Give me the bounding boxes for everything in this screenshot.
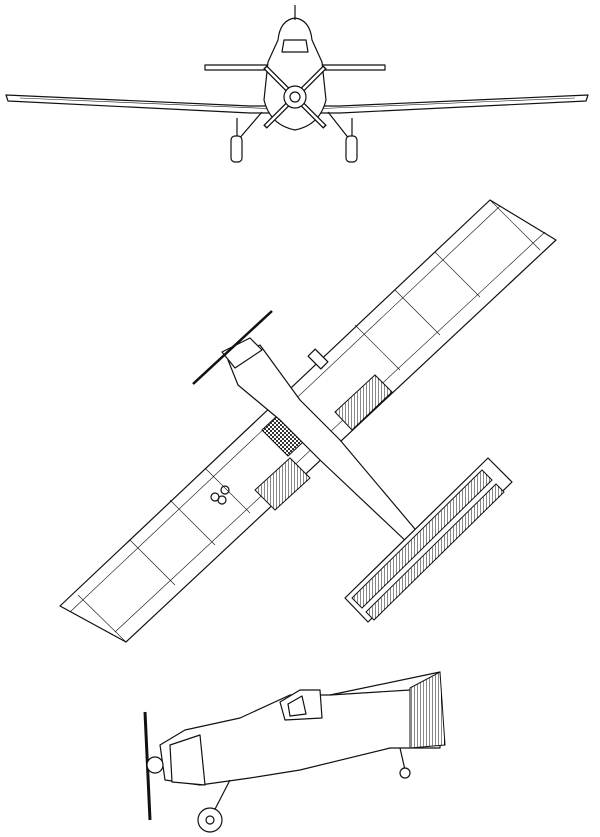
front-fuselage <box>263 17 327 131</box>
front-view <box>5 5 589 163</box>
side-fin <box>409 671 446 749</box>
top-propeller <box>192 310 273 385</box>
top-view <box>59 199 557 643</box>
side-view <box>143 671 446 833</box>
front-landing-gear <box>230 111 358 163</box>
front-propeller <box>263 65 327 129</box>
side-landing-gear <box>197 747 411 833</box>
